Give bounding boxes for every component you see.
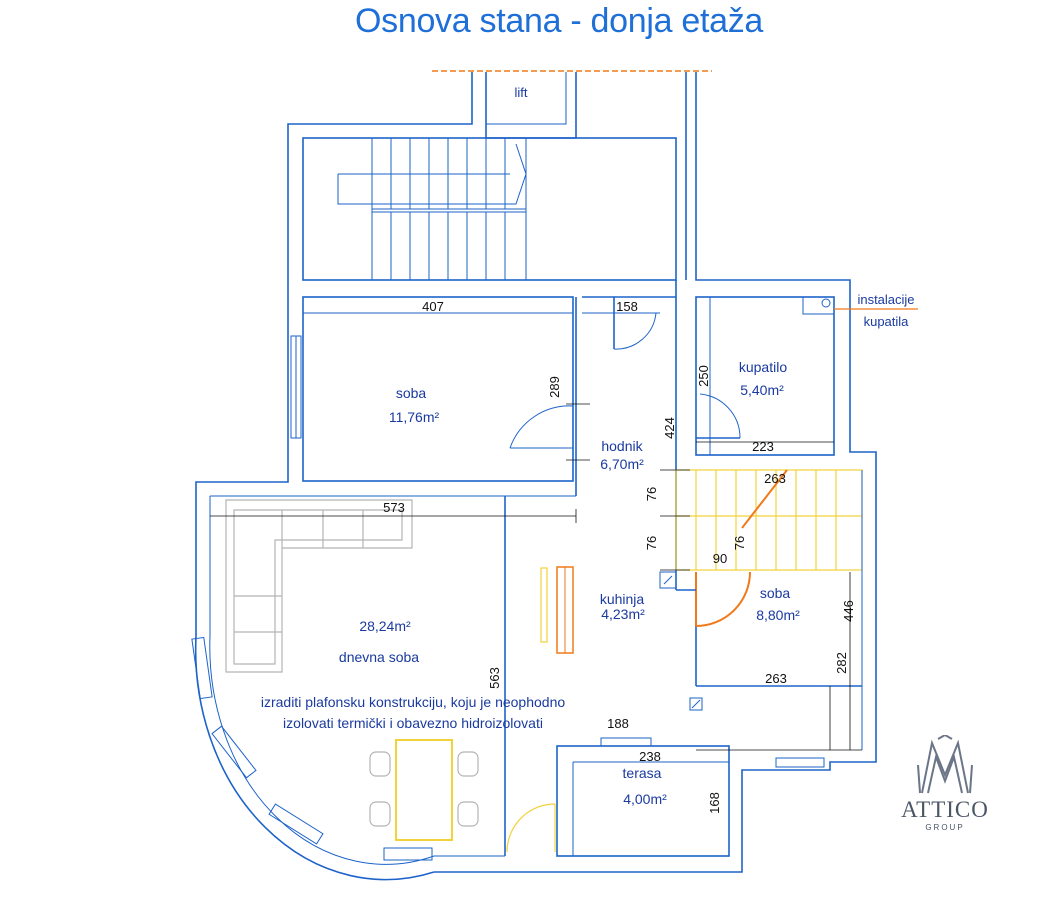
ceiling-note-line1: izraditi plafonsku konstrukciju, koju je…	[261, 694, 566, 710]
lift-label: lift	[515, 85, 528, 100]
bathroom-area: 5,40m²	[740, 382, 784, 398]
living-room-area: 28,24m²	[359, 618, 411, 634]
terrace-name: terasa	[623, 765, 662, 781]
living-room-walls	[209, 495, 576, 865]
plan-title: Osnova stana - donja etaža	[354, 2, 764, 40]
dim-282: 282	[834, 652, 849, 674]
dim-76-a: 76	[644, 487, 659, 501]
bathroom-name: kupatilo	[739, 359, 787, 375]
bathroom-walls	[695, 296, 835, 456]
right-room-area: 8,80m²	[756, 607, 800, 623]
dim-168: 168	[707, 792, 722, 814]
living-room-name: dnevna soba	[339, 649, 419, 665]
kitchen-name: kuhinja	[600, 591, 645, 607]
dim-76-b: 76	[644, 536, 659, 550]
dim-223: 223	[752, 439, 774, 454]
installations-note-line1: instalacije	[857, 292, 914, 307]
hall-area: 6,70m²	[600, 456, 644, 472]
dimension-lines	[210, 403, 862, 751]
logo-subtitle: GROUP	[925, 823, 965, 832]
kitchen-walls	[504, 496, 703, 856]
upper-room-area: 11,76m²	[389, 409, 440, 425]
dim-158: 158	[616, 299, 638, 314]
dim-563: 563	[487, 667, 502, 689]
right-room-name: soba	[760, 585, 791, 601]
dim-90: 90	[713, 551, 727, 566]
dim-263-top: 263	[764, 471, 786, 486]
dim-573: 573	[383, 500, 405, 515]
dim-76-c: 76	[732, 536, 747, 550]
sofa	[225, 499, 413, 673]
terrace-area: 4,00m²	[623, 791, 667, 807]
hall-name: hodnik	[601, 438, 643, 454]
kitchen-area: 4,23m²	[601, 606, 645, 622]
dim-238: 238	[639, 749, 661, 764]
stair-hall	[302, 137, 677, 281]
terrace-walls	[506, 737, 730, 857]
stair-treads-lower	[390, 212, 506, 280]
attico-logo-mark	[917, 735, 973, 794]
installations-note-line2: kupatila	[864, 314, 910, 329]
dim-188: 188	[607, 716, 629, 731]
dim-407: 407	[422, 299, 444, 314]
upper-room-walls	[290, 296, 577, 496]
upper-room-door	[509, 405, 574, 449]
right-room-walls	[695, 470, 863, 768]
logo-name: ATTICO	[901, 797, 989, 822]
dim-250: 250	[696, 365, 711, 387]
dining-table	[369, 739, 479, 841]
dim-263-bottom: 263	[765, 671, 787, 686]
dim-289: 289	[547, 376, 562, 398]
curved-wall-windows	[191, 636, 433, 861]
dim-446: 446	[841, 600, 856, 622]
dim-424: 424	[662, 417, 677, 439]
upper-room-name: soba	[396, 385, 427, 401]
ceiling-note-line2: izolovati termički i obavezno hidroizolo…	[283, 715, 543, 731]
outer-walls	[194, 72, 877, 881]
